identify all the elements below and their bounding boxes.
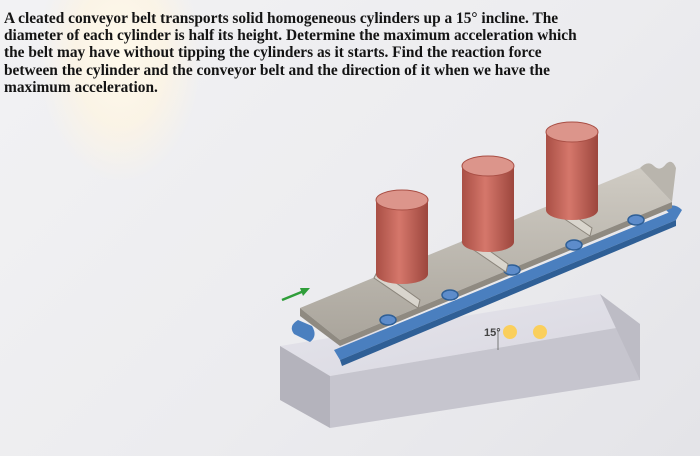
angle-label: 15° [484, 327, 501, 339]
problem-line-2: diameter of each cylinder is half its he… [4, 27, 577, 45]
cylinder-1 [375, 189, 429, 284]
cylinder-3-top [545, 121, 599, 143]
belt-rollers [379, 214, 645, 326]
cylinder-1-body [376, 200, 428, 284]
roller-2 [441, 289, 459, 301]
problem-line-3: the belt may have without tipping the cy… [4, 44, 542, 62]
roller-5 [627, 214, 645, 226]
cylinder-3-body [546, 132, 598, 220]
problem-statement: A cleated conveyor belt transports solid… [4, 10, 694, 96]
base-right-face [600, 294, 640, 380]
cylinder-2-top [461, 155, 515, 177]
base-left-face [280, 346, 330, 428]
belt-edge-left [300, 308, 340, 346]
problem-line-4: between the cylinder and the conveyor be… [4, 61, 550, 79]
incline-base [280, 294, 640, 428]
roller-1 [379, 314, 397, 326]
conveyor-figure: 15° [270, 110, 700, 456]
rail-bar [334, 212, 676, 360]
roller-4 [565, 239, 583, 251]
cylinder-2-body [462, 166, 514, 252]
rail-end-left [291, 320, 315, 342]
rail-bar-shadow [340, 220, 676, 366]
problem-line-5: maximum acceleration. [4, 78, 158, 96]
cylinder-2 [461, 155, 515, 252]
glare-dot-2 [533, 325, 547, 339]
cylinder-3 [545, 121, 599, 220]
motion-arrow-icon [281, 288, 310, 302]
glare-dot-1 [503, 325, 517, 339]
problem-line-1: A cleated conveyor belt transports solid… [4, 10, 559, 27]
base-top-face [280, 294, 640, 376]
conveyor-rail [291, 205, 682, 366]
conveyor-illustration: 15° [280, 121, 682, 428]
cylinder-1-top [375, 189, 429, 211]
belt-torn-end [640, 161, 676, 202]
base-front-face [330, 324, 640, 428]
